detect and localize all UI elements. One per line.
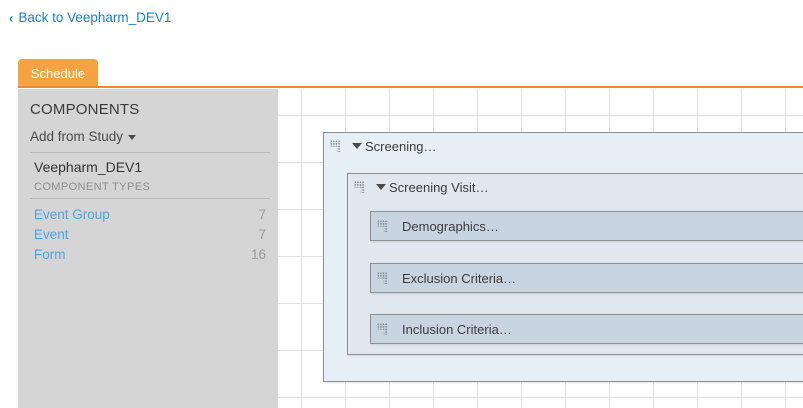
schedule-panel: COMPONENTS Add from Study Veepharm_DEV1 …: [18, 89, 803, 408]
study-name: Veepharm_DEV1: [34, 159, 143, 175]
drag-handle-icon[interactable]: [377, 323, 388, 335]
drag-handle-icon[interactable]: [330, 140, 341, 152]
form-header: Inclusion Criteria…: [371, 315, 512, 343]
tab-schedule-label: Schedule: [30, 65, 86, 81]
form-label: Demographics…: [402, 218, 499, 234]
form-label: Inclusion Criteria…: [402, 321, 512, 337]
schedule-canvas[interactable]: Screening… Screening Visit… Demographics…: [278, 89, 803, 408]
collapse-toggle-icon[interactable]: [352, 143, 362, 149]
sidebar-title: COMPONENTS: [30, 101, 140, 118]
component-type-count: 7: [258, 206, 266, 222]
sidebar-divider-types: [30, 198, 270, 199]
tab-strip: Schedule: [0, 59, 803, 88]
event-group-header: Screening…: [324, 133, 437, 159]
component-type-label: Event: [34, 226, 69, 242]
form-node-inclusion-criteria[interactable]: Inclusion Criteria…: [370, 314, 803, 344]
form-node-demographics[interactable]: Demographics…: [370, 211, 803, 241]
component-type-count: 7: [258, 226, 266, 242]
chevron-down-icon: [128, 135, 137, 140]
add-from-study-dropdown[interactable]: Add from Study: [30, 129, 137, 144]
chevron-left-icon: ‹: [9, 10, 14, 25]
component-type-label: Event Group: [34, 206, 110, 222]
collapse-toggle-icon[interactable]: [376, 184, 386, 190]
components-sidebar: COMPONENTS Add from Study Veepharm_DEV1 …: [18, 89, 278, 408]
add-from-study-label: Add from Study: [30, 129, 124, 144]
sidebar-item-event-group[interactable]: Event Group 7: [34, 205, 270, 223]
drag-handle-icon[interactable]: [377, 272, 388, 284]
back-link[interactable]: ‹ Back to Veepharm_DEV1: [9, 11, 171, 25]
event-header: Screening Visit…: [348, 174, 488, 200]
form-header: Exclusion Criteria…: [371, 264, 516, 292]
event-label: Screening Visit…: [389, 179, 489, 195]
component-types-label: COMPONENT TYPES: [34, 181, 151, 193]
form-node-exclusion-criteria[interactable]: Exclusion Criteria…: [370, 263, 803, 293]
top-bar: ‹ Back to Veepharm_DEV1: [0, 0, 803, 36]
event-group-label: Screening…: [365, 138, 437, 154]
drag-handle-icon[interactable]: [354, 181, 365, 193]
sidebar-divider-top: [30, 152, 270, 153]
event-node-screening-visit[interactable]: Screening Visit… Demographics… Exclusion…: [347, 173, 803, 355]
drag-handle-icon[interactable]: [377, 220, 388, 232]
sidebar-item-event[interactable]: Event 7: [34, 225, 270, 243]
tab-schedule[interactable]: Schedule: [18, 59, 98, 87]
form-label: Exclusion Criteria…: [402, 270, 517, 286]
back-link-label: Back to Veepharm_DEV1: [18, 10, 172, 26]
component-type-label: Form: [34, 246, 66, 262]
form-header: Demographics…: [371, 212, 499, 240]
event-group-node-screening[interactable]: Screening… Screening Visit… Demographics…: [323, 132, 803, 382]
tab-underline: [18, 86, 803, 88]
sidebar-item-form[interactable]: Form 16: [34, 245, 270, 263]
component-type-count: 16: [250, 246, 266, 262]
